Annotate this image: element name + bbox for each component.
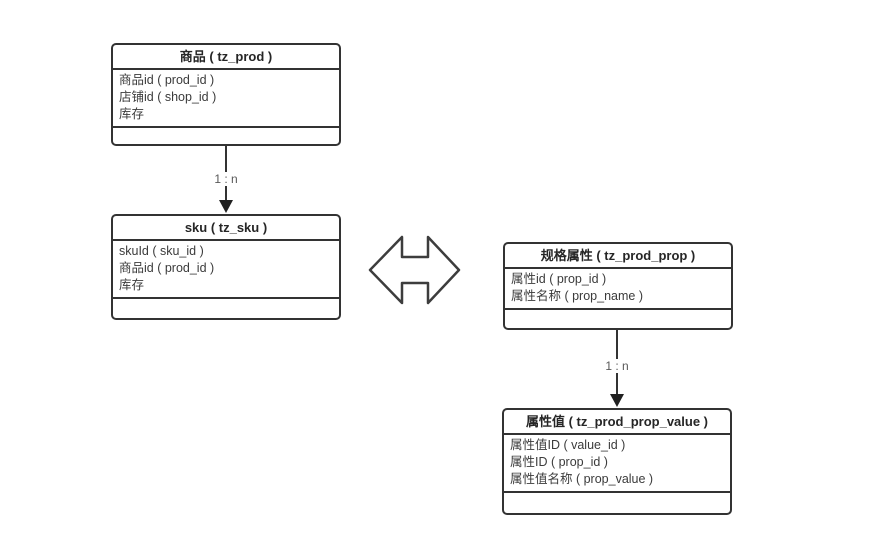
entity-field: 属性名称 ( prop_name ) [511, 289, 643, 303]
entity-fields-prod-prop: 属性id ( prop_id ) 属性名称 ( prop_name ) [505, 269, 731, 310]
arrowhead-down-icon [219, 200, 233, 213]
entity-field: 库存 [119, 107, 145, 121]
entity-field: 库存 [119, 278, 145, 292]
entity-title-prod-prop: 规格属性 ( tz_prod_prop ) [505, 244, 731, 269]
entity-field: 商品id ( prod_id ) [119, 73, 215, 87]
entity-field: 商品id ( prod_id ) [119, 261, 215, 275]
entity-field: 店铺id ( shop_id ) [119, 90, 217, 104]
entity-table-prod: 商品 ( tz_prod ) 商品id ( prod_id ) 店铺id ( s… [111, 43, 341, 146]
entity-field: 属性ID ( prop_id ) [510, 455, 608, 469]
entity-field: 属性值ID ( value_id ) [510, 438, 626, 452]
relation-label-1n: 1 : n [602, 359, 632, 373]
entity-field: 属性值名称 ( prop_value ) [510, 472, 654, 486]
entity-title-sku: sku ( tz_sku ) [113, 216, 339, 241]
entity-field: 属性id ( prop_id ) [511, 272, 607, 286]
entity-title-prod: 商品 ( tz_prod ) [113, 45, 339, 70]
entity-table-sku: sku ( tz_sku ) skuId ( sku_id ) 商品id ( p… [111, 214, 341, 320]
entity-fields-prod-prop-value: 属性值ID ( value_id ) 属性ID ( prop_id ) 属性值名… [504, 435, 730, 493]
arrowhead-down-icon [610, 394, 624, 407]
relation-label-1n: 1 : n [211, 172, 241, 186]
entity-empty-section [505, 310, 731, 328]
entity-empty-section [113, 128, 339, 144]
entity-field: skuId ( sku_id ) [119, 244, 204, 258]
entity-table-prod-prop: 规格属性 ( tz_prod_prop ) 属性id ( prop_id ) 属… [503, 242, 733, 330]
entity-fields-sku: skuId ( sku_id ) 商品id ( prod_id ) 库存 [113, 241, 339, 299]
entity-empty-section [113, 299, 339, 318]
entity-empty-section [504, 493, 730, 513]
double-arrow-icon [368, 235, 461, 305]
entity-title-prod-prop-value: 属性值 ( tz_prod_prop_value ) [504, 410, 730, 435]
entity-table-prod-prop-value: 属性值 ( tz_prod_prop_value ) 属性值ID ( value… [502, 408, 732, 515]
entity-fields-prod: 商品id ( prod_id ) 店铺id ( shop_id ) 库存 [113, 70, 339, 128]
